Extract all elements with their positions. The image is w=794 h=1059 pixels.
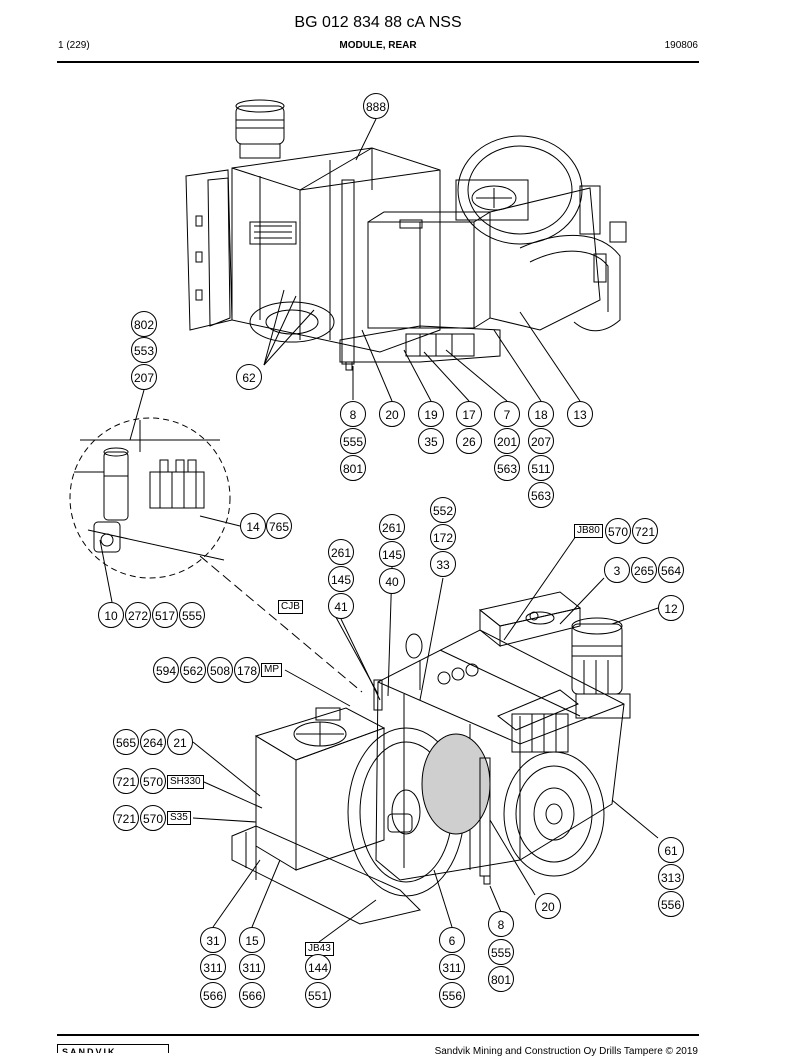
tag-mp[interactable]: MP <box>261 663 282 677</box>
detail-circle <box>69 417 231 579</box>
callout[interactable]: 594 <box>153 657 179 683</box>
callout[interactable]: 551 <box>305 982 331 1008</box>
callout[interactable]: 12 <box>658 595 684 621</box>
callout[interactable]: 17 <box>456 401 482 427</box>
callout[interactable]: 311 <box>200 954 226 980</box>
callout[interactable]: 8 <box>488 911 514 937</box>
header-rule <box>57 61 699 63</box>
copyright-text: Sandvik Mining and Construction Oy Drill… <box>434 1046 698 1057</box>
callout[interactable]: 33 <box>430 551 456 577</box>
footer-rule <box>57 1034 699 1036</box>
callout[interactable]: 61 <box>658 837 684 863</box>
module-name: MODULE, REAR <box>339 40 417 51</box>
callout[interactable]: 41 <box>328 593 354 619</box>
callout[interactable]: 14 <box>240 513 266 539</box>
callout[interactable]: 721 <box>113 768 139 794</box>
callout[interactable]: 172 <box>430 524 456 550</box>
callout[interactable]: 566 <box>239 982 265 1008</box>
callout[interactable]: 40 <box>379 568 405 594</box>
sandvik-logo: SANDVIK <box>57 1044 169 1053</box>
callout[interactable]: 570 <box>140 768 166 794</box>
callout[interactable]: 564 <box>658 557 684 583</box>
callout[interactable]: 261 <box>328 539 354 565</box>
callout[interactable]: 62 <box>236 364 262 390</box>
cable-reel-top <box>457 135 583 245</box>
callout[interactable]: 566 <box>200 982 226 1008</box>
callout[interactable]: 21 <box>167 729 193 755</box>
leader-lines <box>99 118 659 943</box>
junction-box-bottom <box>478 591 582 627</box>
callout[interactable]: 888 <box>363 93 389 119</box>
callout[interactable]: 145 <box>379 541 405 567</box>
document-date: 190806 <box>664 40 698 51</box>
callout[interactable]: 145 <box>328 566 354 592</box>
callout[interactable]: 508 <box>207 657 233 683</box>
callout[interactable]: 35 <box>418 428 444 454</box>
callout[interactable]: 207 <box>528 428 554 454</box>
callout[interactable]: 272 <box>125 602 151 628</box>
callout[interactable]: 311 <box>239 954 265 980</box>
callout[interactable]: 178 <box>234 657 260 683</box>
callout[interactable]: 553 <box>131 337 157 363</box>
callout[interactable]: 801 <box>488 966 514 992</box>
callout[interactable]: 765 <box>266 513 292 539</box>
wheel-bottom <box>503 751 605 877</box>
callout[interactable]: 555 <box>179 602 205 628</box>
document-title: BG 012 834 88 cA NSS <box>294 14 462 31</box>
callout[interactable]: 556 <box>658 891 684 917</box>
electrical-cabinet-top <box>367 221 475 329</box>
tag-sh330[interactable]: SH330 <box>167 775 204 789</box>
callout[interactable]: 201 <box>494 428 520 454</box>
callout[interactable]: 562 <box>180 657 206 683</box>
callout[interactable]: 18 <box>528 401 554 427</box>
callout[interactable]: 801 <box>340 455 366 481</box>
callout[interactable]: 555 <box>488 939 514 965</box>
callout[interactable]: 13 <box>567 401 593 427</box>
callout[interactable]: 517 <box>152 602 178 628</box>
callout[interactable]: 802 <box>131 311 157 337</box>
callout[interactable]: 8 <box>340 401 366 427</box>
callout[interactable]: 6 <box>439 927 465 953</box>
callout[interactable]: 313 <box>658 864 684 890</box>
frame-bottom <box>375 629 625 881</box>
callout[interactable]: 565 <box>113 729 139 755</box>
callout[interactable]: 552 <box>430 497 456 523</box>
callout[interactable]: 10 <box>98 602 124 628</box>
callout[interactable]: 3 <box>604 557 630 583</box>
callout[interactable]: 265 <box>631 557 657 583</box>
callout[interactable]: 261 <box>379 514 405 540</box>
shaded-hub <box>422 734 490 834</box>
callout[interactable]: 311 <box>439 954 465 980</box>
callout[interactable]: 570 <box>605 518 631 544</box>
tag-s35[interactable]: S35 <box>167 811 191 825</box>
callout[interactable]: 144 <box>305 954 331 980</box>
callout[interactable]: 264 <box>140 729 166 755</box>
callout[interactable]: 7 <box>494 401 520 427</box>
callout[interactable]: 26 <box>456 428 482 454</box>
callout[interactable]: 511 <box>528 455 554 481</box>
callout[interactable]: 555 <box>340 428 366 454</box>
callout[interactable]: 563 <box>528 482 554 508</box>
callout[interactable]: 15 <box>239 927 265 953</box>
callout[interactable]: 20 <box>535 893 561 919</box>
callout[interactable]: 721 <box>632 518 658 544</box>
callout[interactable]: 556 <box>439 982 465 1008</box>
callout[interactable]: 19 <box>418 401 444 427</box>
tag-cjb[interactable]: CJB <box>278 600 303 614</box>
callout[interactable]: 31 <box>200 927 226 953</box>
callout[interactable]: 207 <box>131 364 157 390</box>
tag-jb80[interactable]: JB80 <box>574 524 603 538</box>
page-number: 1 (229) <box>58 40 90 51</box>
callout[interactable]: 20 <box>379 401 405 427</box>
callout[interactable]: 721 <box>113 805 139 831</box>
callout[interactable]: 570 <box>140 805 166 831</box>
callout[interactable]: 563 <box>494 455 520 481</box>
